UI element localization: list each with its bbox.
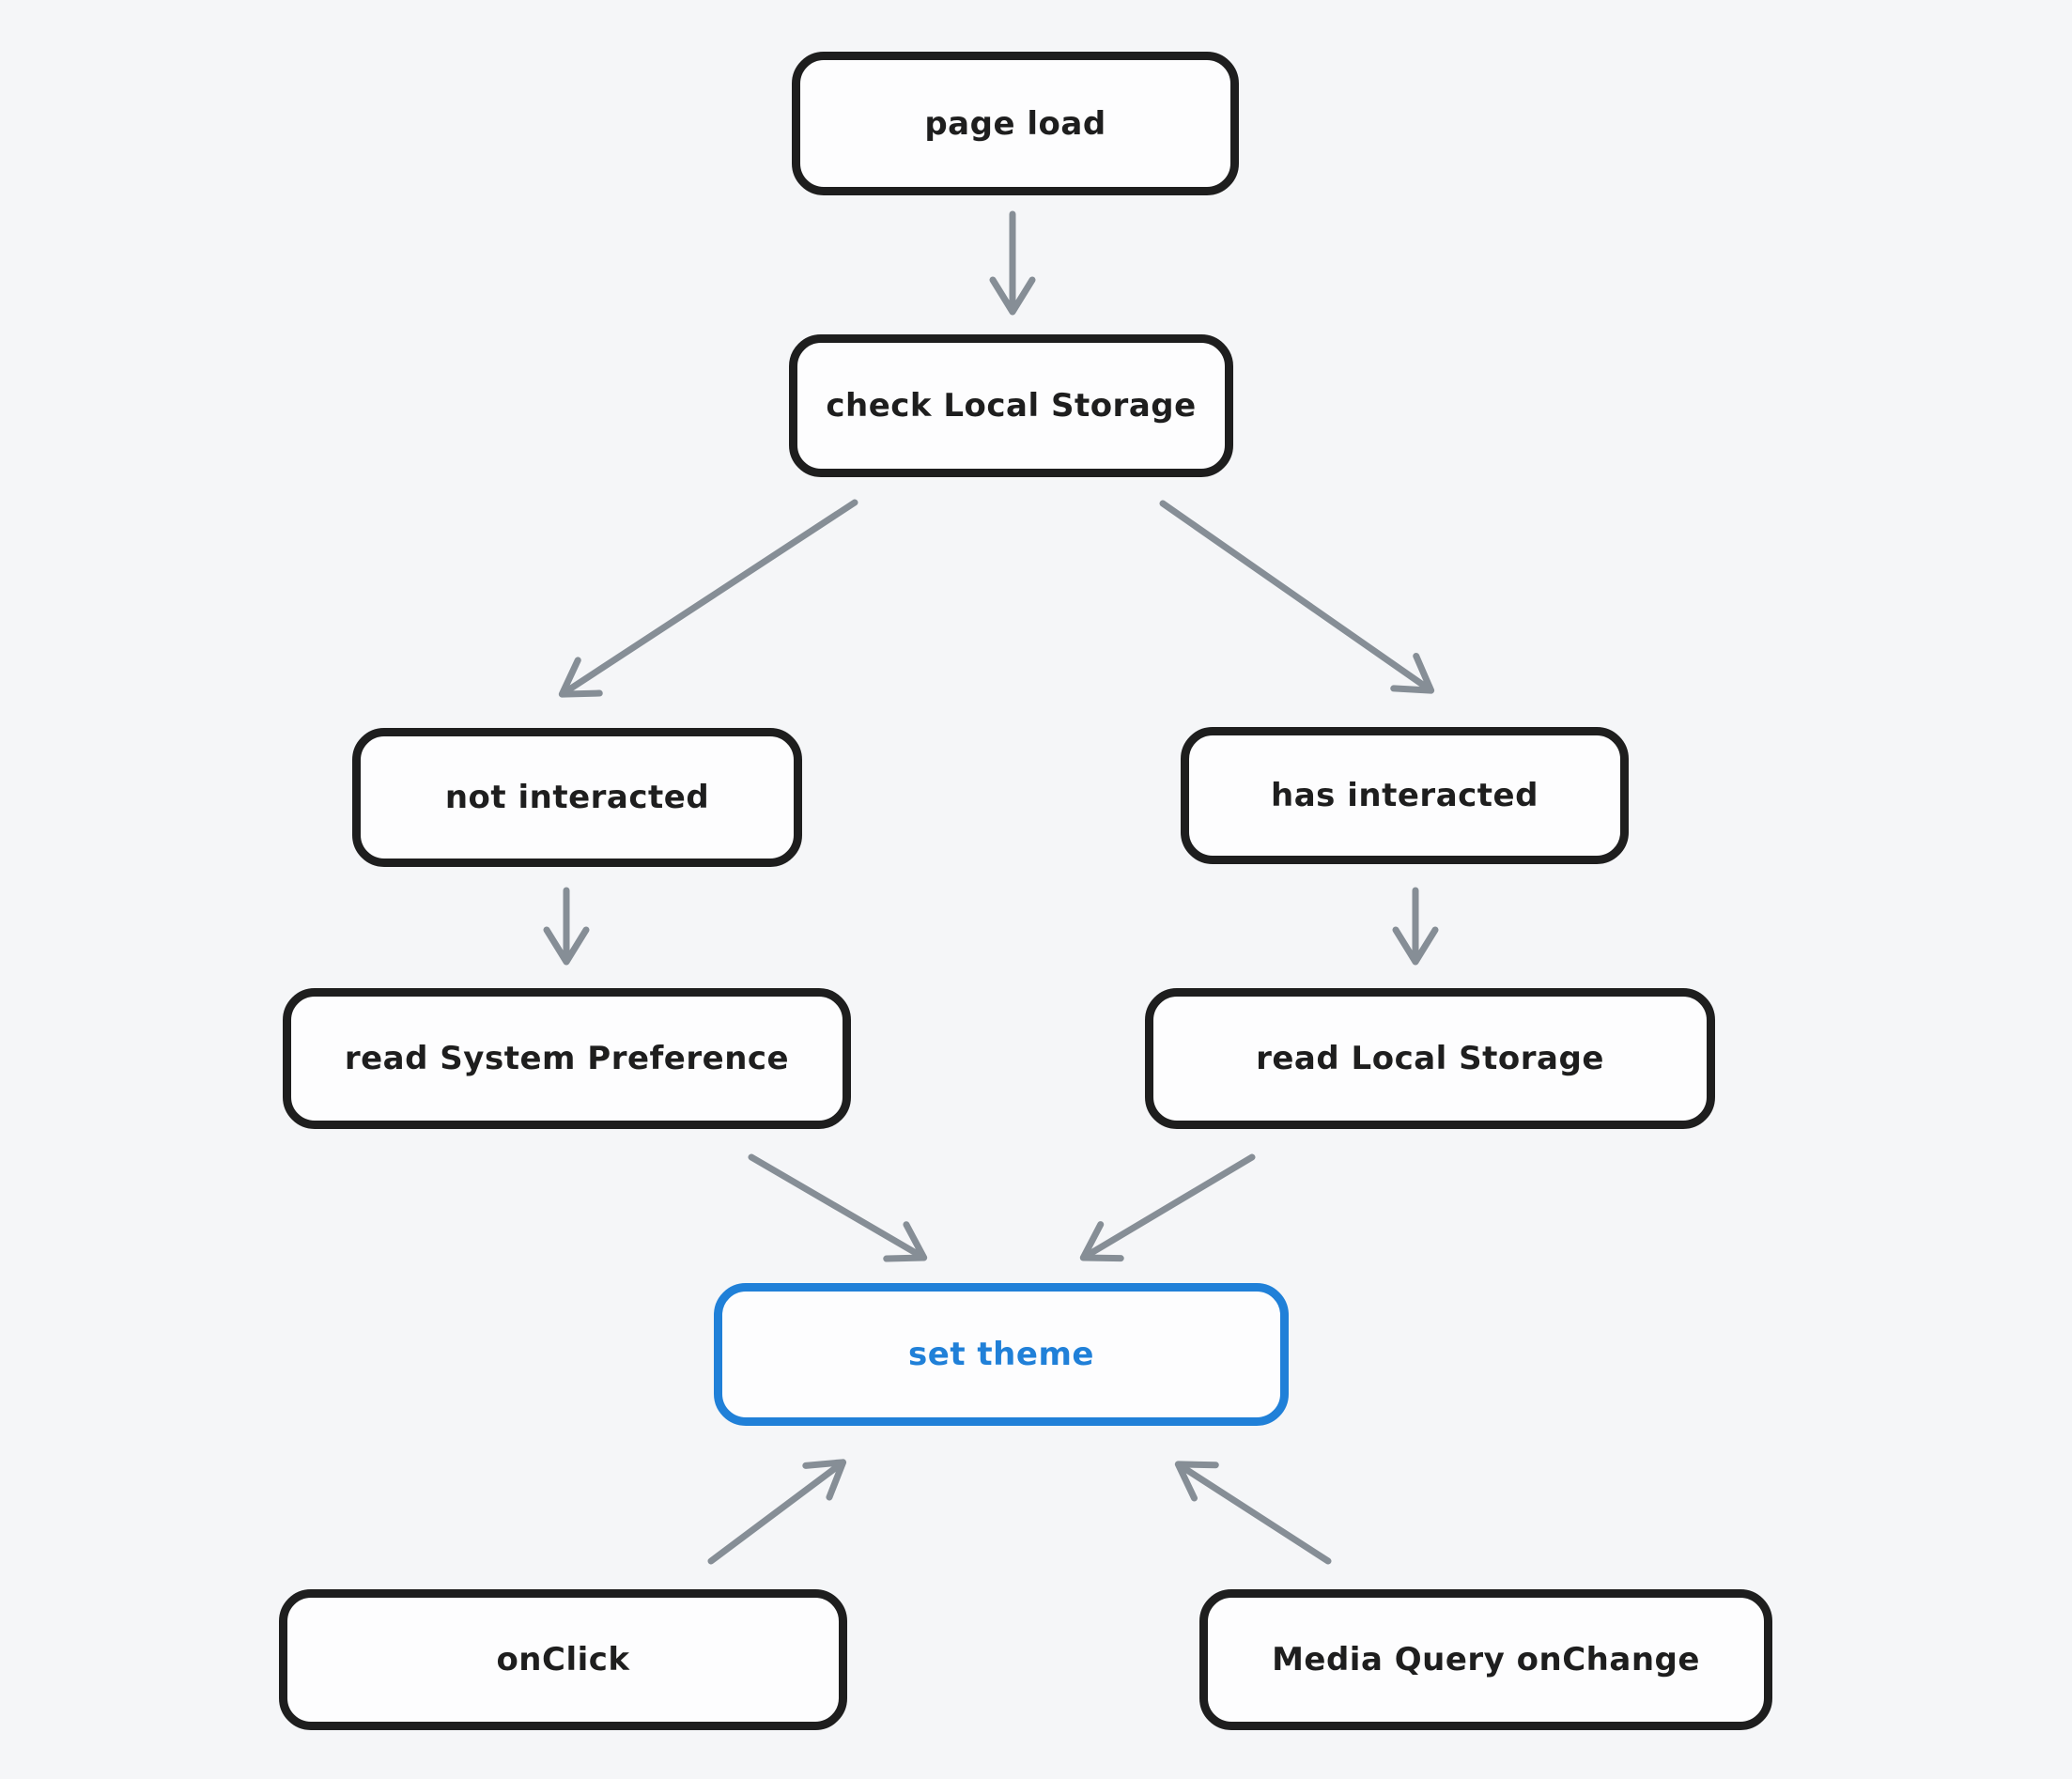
node-has-interacted[interactable]: has interacted bbox=[1181, 727, 1629, 864]
node-set-theme-label: set theme bbox=[908, 1336, 1094, 1373]
edge-check-local-storage-to-not-interacted[interactable] bbox=[558, 499, 858, 698]
node-onclick-label: onClick bbox=[496, 1641, 630, 1678]
node-check-local-storage-label: check Local Storage bbox=[826, 387, 1197, 425]
node-read-system-preference[interactable]: read System Preference bbox=[283, 988, 851, 1129]
node-media-query-onchange[interactable]: Media Query onChange bbox=[1199, 1589, 1772, 1730]
edge-check-local-storage-to-has-interacted[interactable] bbox=[1159, 500, 1435, 694]
node-onclick[interactable]: onClick bbox=[279, 1589, 847, 1730]
node-check-local-storage[interactable]: check Local Storage bbox=[789, 334, 1233, 477]
node-has-interacted-label: has interacted bbox=[1271, 777, 1539, 814]
edge-media-query-onchange-to-set-theme[interactable] bbox=[1174, 1461, 1332, 1565]
edge-read-local-storage-to-set-theme[interactable] bbox=[1079, 1153, 1256, 1262]
node-read-local-storage-label: read Local Storage bbox=[1256, 1040, 1604, 1077]
edge-read-system-preference-to-set-theme[interactable] bbox=[748, 1153, 928, 1262]
node-not-interacted[interactable]: not interacted bbox=[352, 728, 802, 867]
node-media-query-onchange-label: Media Query onChange bbox=[1272, 1641, 1700, 1678]
node-read-local-storage[interactable]: read Local Storage bbox=[1145, 988, 1715, 1129]
node-set-theme[interactable]: set theme bbox=[714, 1283, 1289, 1426]
node-page-load[interactable]: page load bbox=[792, 52, 1239, 195]
node-page-load-label: page load bbox=[924, 104, 1106, 143]
node-read-system-preference-label: read System Preference bbox=[344, 1040, 790, 1077]
node-not-interacted-label: not interacted bbox=[444, 779, 710, 816]
edge-onclick-to-set-theme[interactable] bbox=[707, 1459, 847, 1565]
